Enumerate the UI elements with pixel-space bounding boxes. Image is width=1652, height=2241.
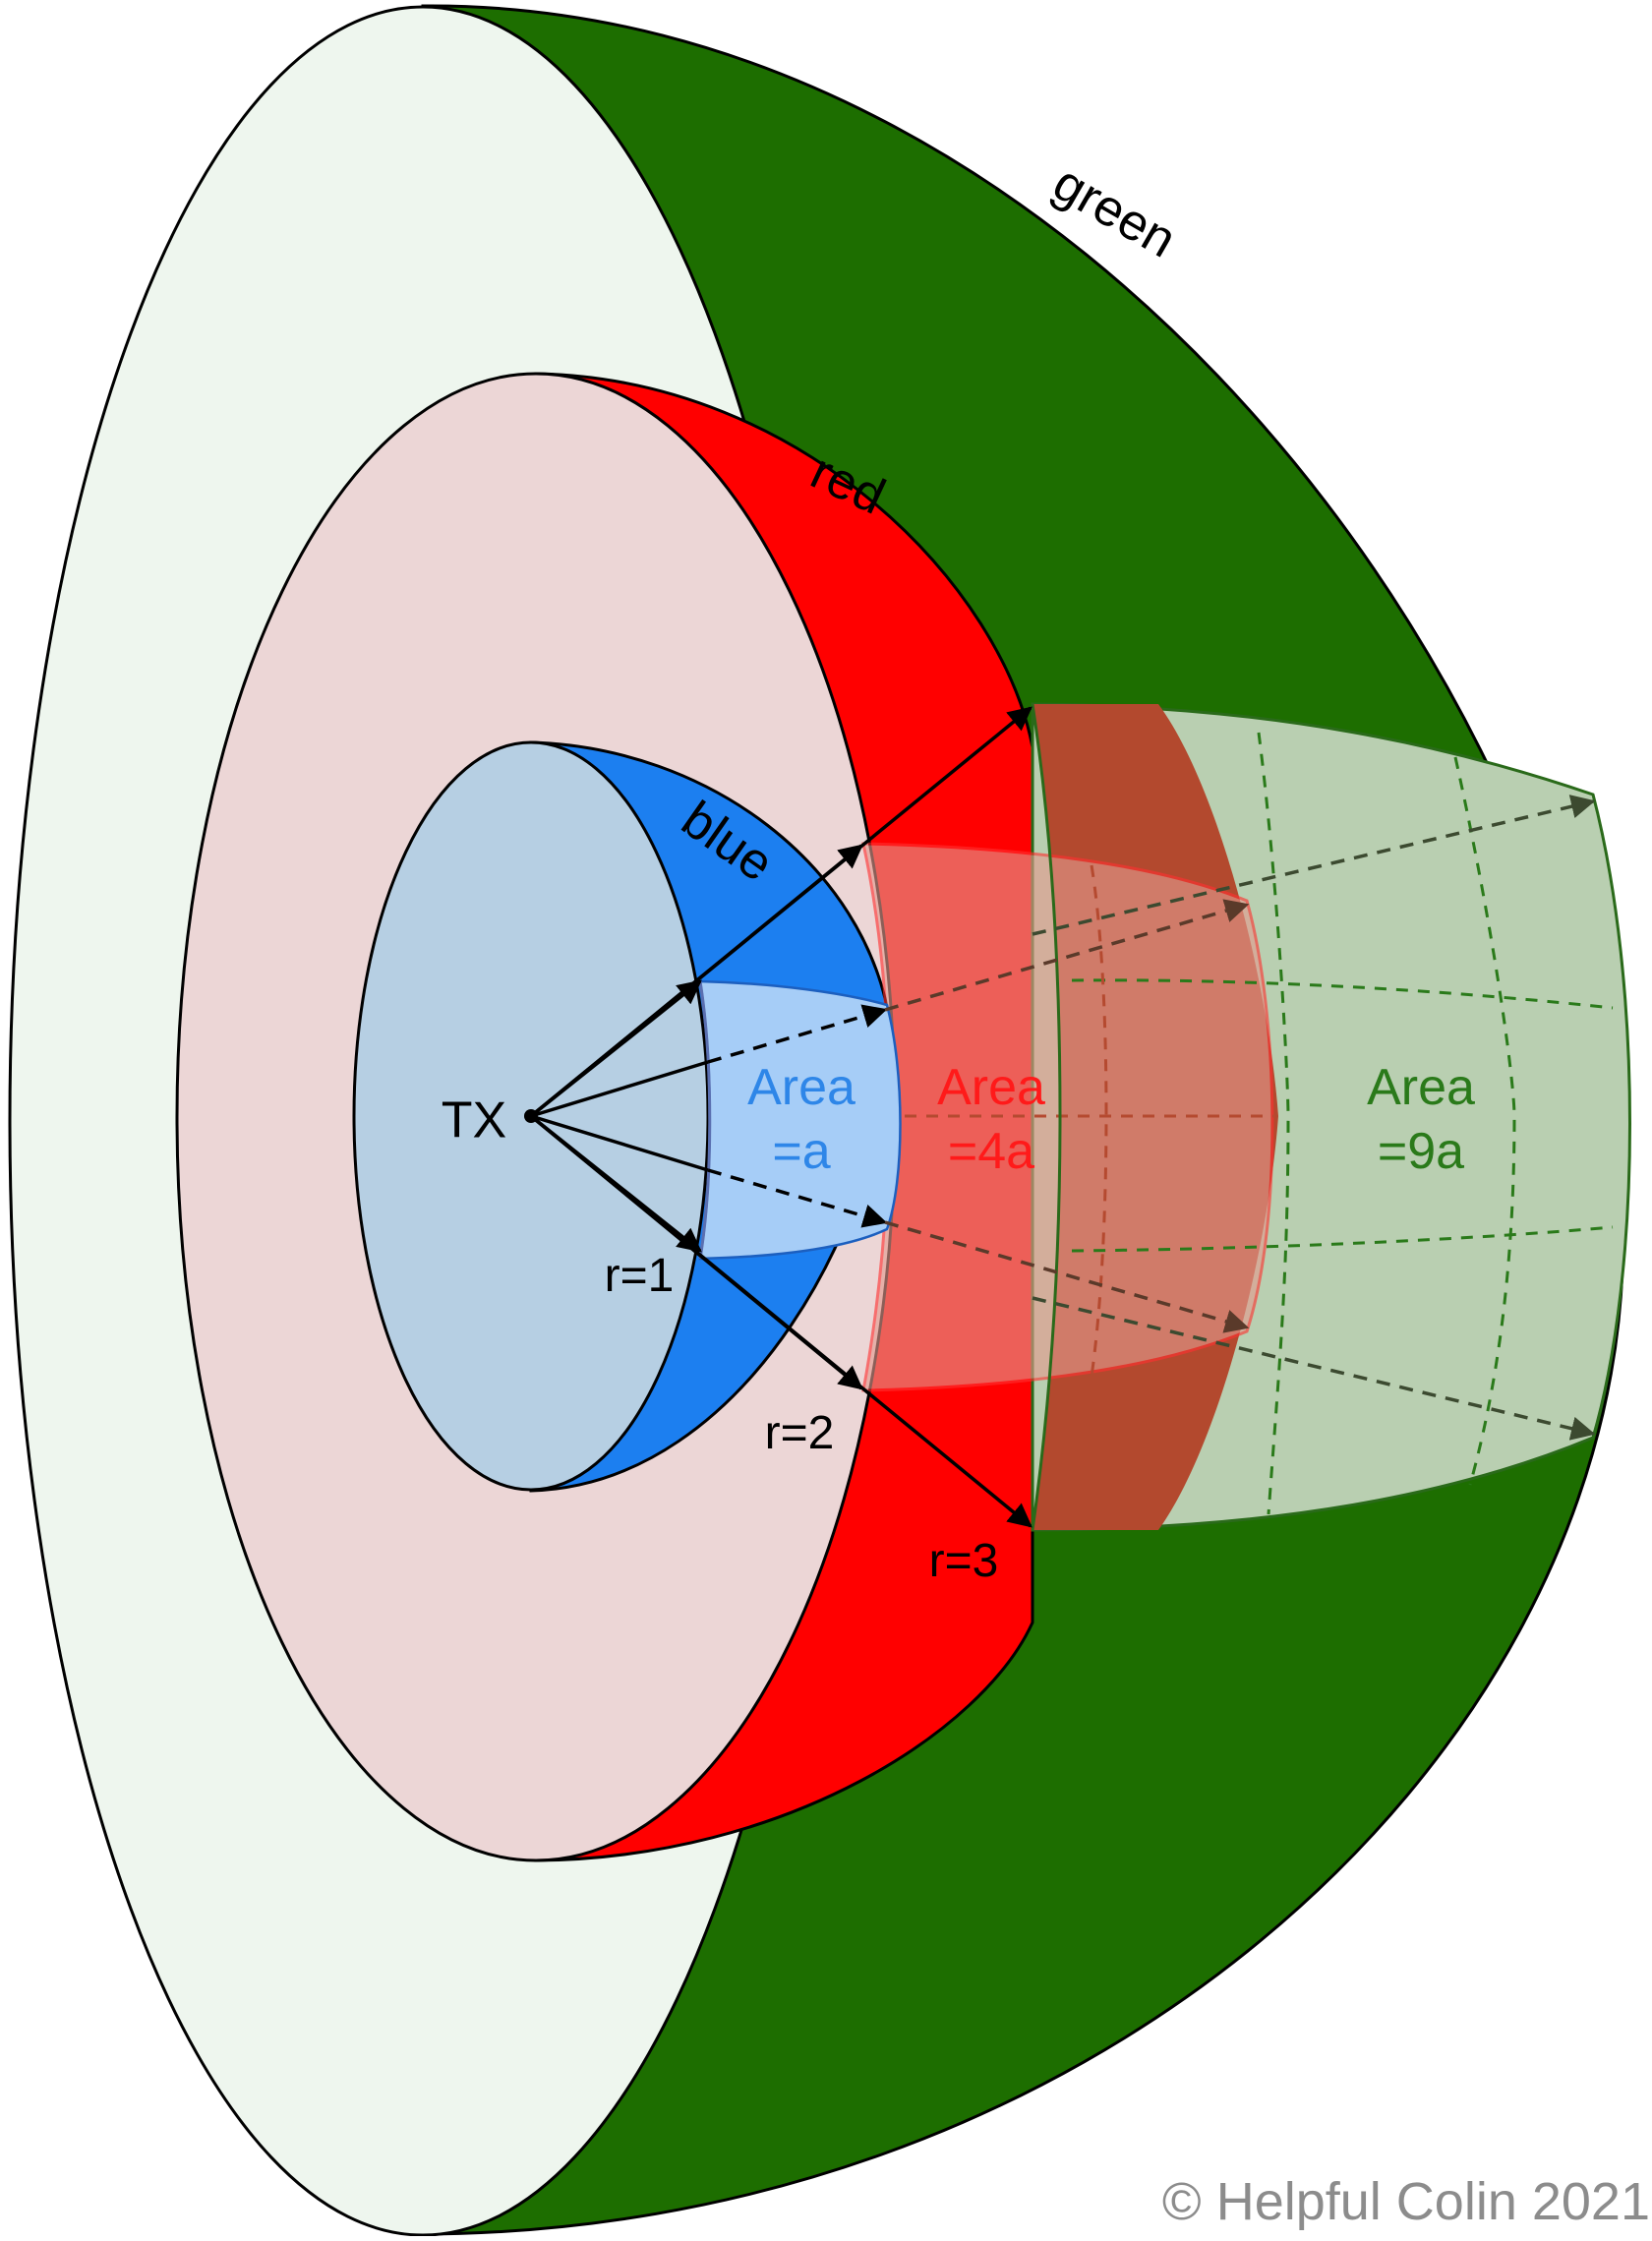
tx-label: TX bbox=[442, 1092, 506, 1150]
radius-label-3: r=3 bbox=[929, 1535, 999, 1587]
radius-label-2: r=2 bbox=[765, 1407, 835, 1459]
area-a-line1: Area bbox=[747, 1059, 856, 1116]
area-9a-line2: =9a bbox=[1378, 1123, 1464, 1180]
area-4a-line2: =4a bbox=[948, 1123, 1034, 1180]
area-9a-line1: Area bbox=[1367, 1059, 1475, 1116]
radius-label-1: r=1 bbox=[605, 1250, 675, 1302]
copyright-notice: © Helpful Colin 2021 bbox=[1162, 2171, 1650, 2232]
area-a-line2: =a bbox=[772, 1123, 830, 1180]
tx-source-point bbox=[524, 1109, 538, 1123]
area-4a-line1: Area bbox=[937, 1059, 1045, 1116]
